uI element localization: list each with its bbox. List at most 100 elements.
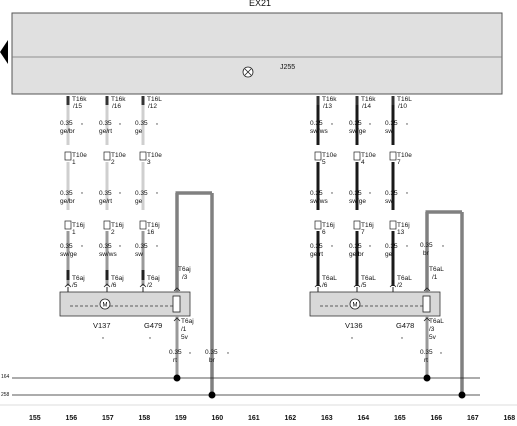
component-connector-pin: /6 bbox=[111, 282, 117, 289]
wire-color-label: ge bbox=[385, 251, 393, 258]
connector-arrow-icon bbox=[64, 283, 72, 288]
marker-dot bbox=[119, 245, 121, 247]
motor-label-right: V136 bbox=[345, 321, 363, 330]
wire-color-label: sw/ws bbox=[310, 128, 328, 135]
right-pin1-color: br bbox=[423, 250, 429, 257]
marker-dot bbox=[81, 123, 83, 125]
wire-size-label: 0.35 bbox=[135, 120, 148, 127]
plug-connector-pin: 2 bbox=[111, 159, 115, 166]
wire-color-label: sw/ge bbox=[349, 198, 366, 205]
plug-connector-label: T10e bbox=[111, 152, 126, 159]
plug-connector-pin: 7 bbox=[397, 159, 401, 166]
right-pin1-size: 0.35 bbox=[420, 242, 433, 249]
wire-color-label: sw/ws bbox=[310, 198, 328, 205]
marker-dot bbox=[102, 337, 104, 339]
motor-icon-left bbox=[99, 298, 111, 310]
component-connector-pin: /2 bbox=[147, 282, 153, 289]
left-out-size: 0.35 bbox=[169, 349, 182, 356]
marker-dot bbox=[189, 352, 191, 354]
plug-connector-pin: 2 bbox=[111, 229, 115, 236]
column-number: 155 bbox=[29, 415, 41, 422]
wire-color-label: sw bbox=[135, 251, 143, 258]
plug-connector-pin: 4 bbox=[361, 159, 365, 166]
t10-connector bbox=[103, 151, 111, 161]
wire-size-label: 0.35 bbox=[310, 120, 323, 127]
right-pin1-pin: /1 bbox=[432, 274, 438, 281]
left-ret-color: br bbox=[209, 357, 215, 364]
wire-color-label: ge/rt bbox=[99, 128, 113, 135]
component-connector-label: T6aj bbox=[147, 275, 160, 282]
component-connector-pin: /6 bbox=[322, 282, 328, 289]
marker-dot bbox=[351, 337, 353, 339]
left-out-pin: /1 bbox=[181, 326, 187, 333]
motor-glyph: M bbox=[103, 303, 108, 309]
marker-dot bbox=[331, 192, 333, 194]
t16j-connector bbox=[139, 220, 147, 230]
column-number: 160 bbox=[211, 415, 224, 422]
wire-size-label: 0.35 bbox=[310, 243, 323, 250]
marker-dot bbox=[331, 245, 333, 247]
column-number: 166 bbox=[430, 415, 443, 422]
module-connector-label: T16k bbox=[322, 96, 337, 103]
marker-dot bbox=[331, 123, 333, 125]
connector-arrow-icon bbox=[389, 283, 397, 288]
junction-dot bbox=[458, 391, 466, 399]
wire-size-label: 0.35 bbox=[349, 190, 362, 197]
module-symbol-mark bbox=[244, 68, 252, 76]
wire-color-label: sw bbox=[385, 198, 393, 205]
plug-connector-label: T10e bbox=[397, 152, 412, 159]
wire-color-label: ge/rt bbox=[310, 251, 324, 258]
marker-dot bbox=[440, 352, 442, 354]
component-connector-pin: /5 bbox=[72, 282, 78, 289]
right-out-color: rt bbox=[424, 357, 428, 364]
plug-connector-label: T10e bbox=[322, 152, 337, 159]
marker-dot bbox=[156, 192, 158, 194]
column-number: 168 bbox=[503, 415, 516, 422]
ecu-code-label: EX21 bbox=[249, 0, 272, 8]
wire-size-label: 0.35 bbox=[99, 190, 112, 197]
marker-dot bbox=[401, 337, 403, 339]
sensor-icon-right bbox=[422, 295, 431, 313]
plug-connector-label: T16j bbox=[322, 222, 335, 229]
wire-size-label: 0.35 bbox=[349, 243, 362, 250]
column-number: 167 bbox=[467, 415, 479, 422]
motor-label-left: V137 bbox=[93, 321, 111, 330]
connector-arrow-icon bbox=[173, 287, 181, 292]
junction-dot bbox=[173, 374, 181, 382]
wire-size-label: 0.35 bbox=[385, 243, 398, 250]
wire-size-label: 0.35 bbox=[385, 190, 398, 197]
wire-color-label: ge bbox=[135, 128, 143, 135]
plug-connector-pin: 7 bbox=[361, 229, 365, 236]
wire-size-label: 0.35 bbox=[60, 243, 73, 250]
marker-dot bbox=[442, 245, 444, 247]
right-out-size: 0.35 bbox=[420, 349, 433, 356]
component-connector-pin: /5 bbox=[361, 282, 367, 289]
plug-connector-label: T16j bbox=[397, 222, 410, 229]
module-connector-label: T16L bbox=[397, 96, 412, 103]
component-box-right bbox=[309, 291, 441, 317]
component-connector-label: T6aj bbox=[72, 275, 85, 282]
left-pin3-conn: T6aj bbox=[178, 266, 191, 273]
left-out-sub: 5v bbox=[181, 334, 188, 341]
plug-connector-pin: 1 bbox=[72, 159, 76, 166]
marker-dot bbox=[156, 245, 158, 247]
column-number: 161 bbox=[248, 415, 260, 422]
wire-color-label: ge bbox=[135, 198, 143, 205]
module-connector-pin: /13 bbox=[323, 103, 333, 110]
wire-size-label: 0.35 bbox=[135, 190, 148, 197]
marker-dot bbox=[406, 123, 408, 125]
column-number: 162 bbox=[284, 415, 297, 422]
page-arrow-icon bbox=[0, 40, 8, 64]
wire-size-label: 0.35 bbox=[60, 190, 73, 197]
junction-dot bbox=[208, 391, 216, 399]
junction-dot bbox=[423, 374, 431, 382]
marker-dot bbox=[81, 192, 83, 194]
motor-glyph: M bbox=[353, 303, 358, 309]
module-connector-label: T16L bbox=[147, 96, 162, 103]
t10-connector bbox=[64, 151, 72, 161]
plug-connector-label: T16j bbox=[111, 222, 124, 229]
component-connector-label: T6aj bbox=[111, 275, 124, 282]
module-connector-pin: /10 bbox=[398, 103, 408, 110]
column-number: 157 bbox=[102, 415, 114, 422]
plug-connector-label: T16j bbox=[361, 222, 374, 229]
